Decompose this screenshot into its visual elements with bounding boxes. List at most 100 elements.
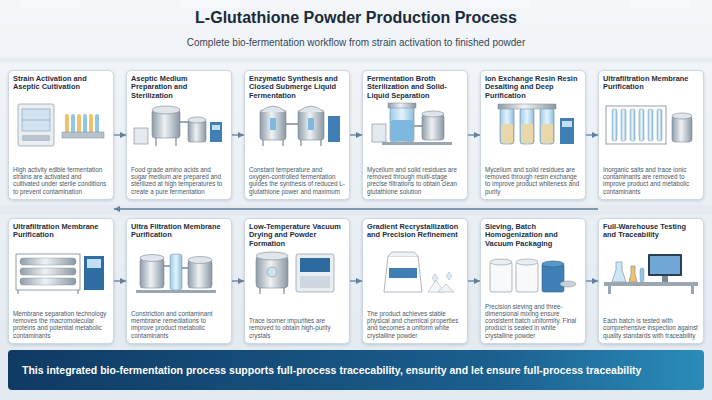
lab-silhouette <box>0 0 712 215</box>
packaging-drum-illustration <box>542 264 564 292</box>
step-description: Constriction and contaminant membrane re… <box>131 310 227 339</box>
membrane-rack-illustration <box>648 109 653 141</box>
flow-arrow <box>350 134 362 135</box>
vacuum-dryer-illustration <box>296 254 334 292</box>
vacuum-dryer-illustration <box>256 252 288 260</box>
sterilizer-illustration <box>134 106 222 146</box>
step-heading: Aseptic Medium Preparation and Steriliza… <box>131 75 227 100</box>
filtration-tank-illustration <box>136 254 216 293</box>
sterilizer-illustration <box>152 106 180 114</box>
membrane-skid-illustration <box>17 290 18 294</box>
incubator-illustration <box>22 120 50 121</box>
lab-silhouette <box>0 205 712 215</box>
filtration-tank-illustration <box>170 254 182 290</box>
fermenter-illustration <box>298 110 324 140</box>
process-card: Enzymatic Synthesis and Closed Submerge … <box>244 70 350 200</box>
powder-bag-illustration <box>446 272 452 280</box>
step-heading: Full-Warehouse Testing and Traceability <box>603 223 699 240</box>
step-heading: Gradient Recrystallization and Precision… <box>367 223 463 240</box>
diagram-title: L-Glutathione Powder Production Process <box>0 9 712 27</box>
sterilizer-illustration <box>155 138 156 146</box>
membrane-skid-illustration <box>77 290 78 294</box>
incubator-illustration <box>22 135 50 141</box>
membrane-rack-illustration <box>672 113 692 119</box>
separator-illustration <box>390 106 414 142</box>
separator-illustration <box>388 103 416 108</box>
incubator-illustration <box>18 104 54 146</box>
lab-testing-illustration <box>604 282 698 286</box>
step-heading: Fermentation Broth Sterilization and Sol… <box>367 75 463 100</box>
incubator-illustration <box>22 109 50 131</box>
sterilizer-illustration <box>175 138 176 146</box>
step-heading: Ultrafiltration Membrane Purification <box>603 75 699 92</box>
powder-bag-illustration <box>428 280 444 292</box>
step-description: Trace isomer impurities are removed to o… <box>249 317 345 339</box>
membrane-rack-illustration <box>606 106 666 144</box>
flow-arrow <box>114 208 598 209</box>
fermenter-illustration <box>260 106 340 146</box>
flow-arrow <box>114 134 126 135</box>
resin-column-illustration <box>500 108 514 144</box>
vacuum-dryer-illustration <box>283 288 284 294</box>
membrane-skid-illustration <box>16 254 80 290</box>
membrane-rack-illustration <box>630 109 635 141</box>
lab-testing-illustration <box>640 268 644 282</box>
powder-bag-illustration <box>384 252 454 292</box>
step-description: The product achieves stable physical and… <box>367 310 463 339</box>
lab-silhouette <box>180 0 240 8</box>
resin-column-illustration <box>498 104 574 144</box>
separator-illustration <box>414 125 422 127</box>
membrane-rack-illustration <box>612 109 617 141</box>
fermenter-illustration <box>328 116 340 142</box>
lab-silhouette <box>470 0 530 8</box>
process-card: Ultrafiltration Membrane PurificationIno… <box>598 70 704 200</box>
incubator-illustration <box>83 114 87 136</box>
fermenter-illustration <box>270 118 276 130</box>
resin-column-illustration <box>541 124 553 143</box>
lab-silhouette <box>630 0 690 8</box>
lab-silhouette <box>0 58 712 62</box>
packaging-drum-illustration <box>490 259 512 265</box>
sterilizer-illustration <box>152 110 180 138</box>
process-card: Strain Activation and Aseptic Cultivatio… <box>8 70 114 200</box>
incubator-illustration <box>62 132 104 138</box>
vacuum-dryer-illustration <box>259 288 260 294</box>
resin-column-illustration <box>501 124 513 143</box>
fermenter-illustration <box>308 118 314 130</box>
resin-column-illustration <box>498 104 556 109</box>
lab-testing-illustration <box>691 286 694 294</box>
process-card: Full-Warehouse Testing and TraceabilityE… <box>598 218 704 344</box>
powder-bag-illustration <box>389 268 417 278</box>
step-heading: Ultrafiltration Membrane Purification <box>13 223 109 240</box>
membrane-rack-illustration <box>639 109 644 141</box>
resin-column-illustration <box>540 108 554 144</box>
powder-bag-illustration <box>432 274 438 282</box>
filtration-tank-illustration <box>136 290 216 293</box>
membrane-skid-illustration <box>16 254 104 294</box>
process-card: Gradient Recrystallization and Precision… <box>362 218 468 344</box>
separator-illustration <box>422 111 444 117</box>
powder-bag-illustration <box>438 284 454 292</box>
step-heading: Sieving, Batch Homogenization and Vacuum… <box>485 223 581 248</box>
fermenter-illustration <box>300 140 301 146</box>
membrane-rack-illustration <box>657 109 662 141</box>
filtration-tank-illustration <box>140 258 164 288</box>
step-description: Mycelium and solid residues are removed … <box>367 166 463 195</box>
packaging-drum-illustration <box>516 259 538 265</box>
process-card: Aseptic Medium Preparation and Steriliza… <box>126 70 232 200</box>
separator-illustration <box>391 120 413 141</box>
lab-silhouette <box>20 0 80 8</box>
filtration-tank-illustration <box>188 260 212 288</box>
lab-testing-illustration <box>629 266 637 282</box>
packaging-drum-illustration <box>516 262 538 292</box>
step-heading: Low-Temperature Vacuum Drying and Powder… <box>249 223 345 248</box>
lab-testing-illustration <box>604 254 698 294</box>
lab-testing-illustration <box>650 256 680 274</box>
resin-column-illustration <box>560 118 574 144</box>
fermenter-illustration <box>298 106 324 112</box>
separator-illustration <box>422 114 444 140</box>
step-description: High activity edible fermentation strain… <box>13 166 109 195</box>
step-description: Each batch is tested with comprehensive … <box>603 317 699 339</box>
packaging-drum-illustration <box>490 262 512 292</box>
lab-testing-illustration <box>648 254 682 276</box>
